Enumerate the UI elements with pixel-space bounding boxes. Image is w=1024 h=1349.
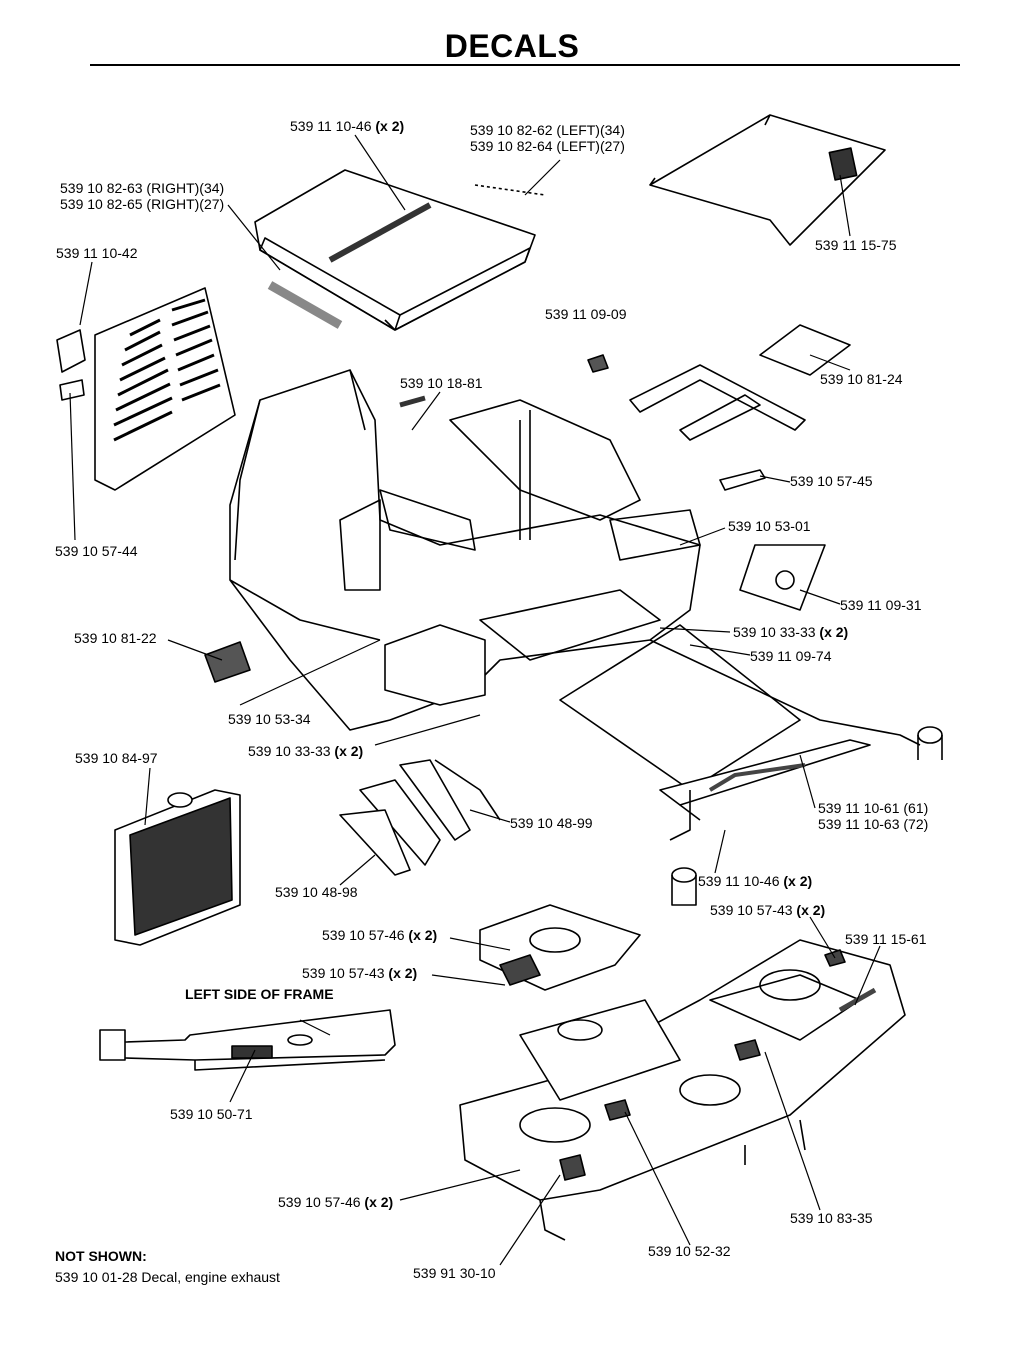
callout-539-10-81-22: 539 10 81-22 — [74, 630, 157, 646]
side-panel — [56, 287, 236, 491]
callout-539-11-09-31: 539 11 09-31 — [840, 597, 922, 613]
radiator — [114, 789, 241, 946]
callout-539-10-57-44: 539 10 57-44 — [55, 543, 138, 559]
callout-539-11-09-74: 539 11 09-74 — [750, 648, 832, 664]
hood-cover — [254, 169, 536, 331]
callout-539-10-83-35: 539 10 83-35 — [790, 1210, 873, 1226]
callout-539-91-30-10: 539 91 30-10 — [413, 1265, 496, 1281]
callout-539-10-57-43-right: 539 10 57-43 (x 2) — [710, 902, 826, 918]
callout-539-10-33-33-right: 539 10 33-33 (x 2) — [733, 624, 849, 640]
callout-539-11-10-46-top: 539 11 10-46 (x 2) — [290, 118, 405, 134]
left-side-frame — [99, 1009, 396, 1071]
rear-shroud — [649, 114, 886, 246]
callout-539-11-09-09: 539 11 09-09 — [545, 306, 627, 322]
callout-539-10-53-01: 539 10 53-01 — [728, 518, 811, 534]
callout-539-11-15-75: 539 11 15-75 — [815, 237, 897, 253]
callout-539-10-48-98: 539 10 48-98 — [275, 884, 358, 900]
callout-539-10-50-71: 539 10 50-71 — [170, 1106, 253, 1122]
callout-539-10-33-33-left: 539 10 33-33 (x 2) — [248, 743, 364, 759]
callout-539-11-10-42: 539 11 10-42 — [56, 245, 138, 261]
warning-decal — [204, 641, 251, 683]
callout-539-10-82-62: 539 10 82-62 (LEFT)(34) — [470, 122, 625, 138]
callout-539-10-18-81: 539 10 18-81 — [400, 375, 483, 391]
leader-lines — [69, 134, 881, 1266]
callout-539-10-53-34: 539 10 53-34 — [228, 711, 311, 727]
control-panel-decal — [739, 544, 826, 611]
deck-cover — [479, 904, 641, 991]
callout-539-10-57-43-left: 539 10 57-43 (x 2) — [302, 965, 418, 981]
callout-539-10-81-24: 539 10 81-24 — [820, 371, 903, 387]
upper-frame — [629, 364, 806, 491]
callout-539-11-15-61: 539 11 15-61 — [845, 931, 927, 947]
callout-539-10-82-65: 539 10 82-65 (RIGHT)(27) — [60, 196, 225, 212]
page-title: DECALS — [444, 28, 580, 64]
decal-plate — [759, 324, 851, 376]
callout-539-10-48-99: 539 10 48-99 — [510, 815, 593, 831]
callout-539-10-57-46-top: 539 10 57-46 (x 2) — [322, 927, 438, 943]
callout-539-10-84-97: 539 10 84-97 — [75, 750, 158, 766]
not-shown-item: 539 10 01-28 Decal, engine exhaust — [55, 1269, 280, 1285]
callout-539-10-82-64: 539 10 82-64 (LEFT)(27) — [470, 138, 625, 154]
belt-guards — [339, 759, 501, 876]
callout-539-10-82-63: 539 10 82-63 (RIGHT)(34) — [60, 180, 225, 196]
callout-539-10-57-46-bottom: 539 10 57-46 (x 2) — [278, 1194, 394, 1210]
mower-deck — [459, 939, 906, 1241]
title-rule — [90, 64, 960, 66]
callout-539-10-52-32: 539 10 52-32 — [648, 1243, 731, 1259]
not-shown-heading: NOT SHOWN: — [55, 1248, 147, 1264]
callout-539-11-10-63: 539 11 10-63 (72) — [818, 816, 929, 832]
callout-539-11-10-61: 539 11 10-61 (61) — [818, 800, 929, 816]
callout-539-10-57-45: 539 10 57-45 — [790, 473, 873, 489]
callout-539-11-10-46-deck: 539 11 10-46 (x 2) — [698, 873, 813, 889]
small-decal — [587, 354, 609, 373]
tractor-chassis — [229, 369, 943, 906]
stripe-decal — [474, 184, 546, 196]
left-side-of-frame-heading: LEFT SIDE OF FRAME — [185, 986, 334, 1002]
